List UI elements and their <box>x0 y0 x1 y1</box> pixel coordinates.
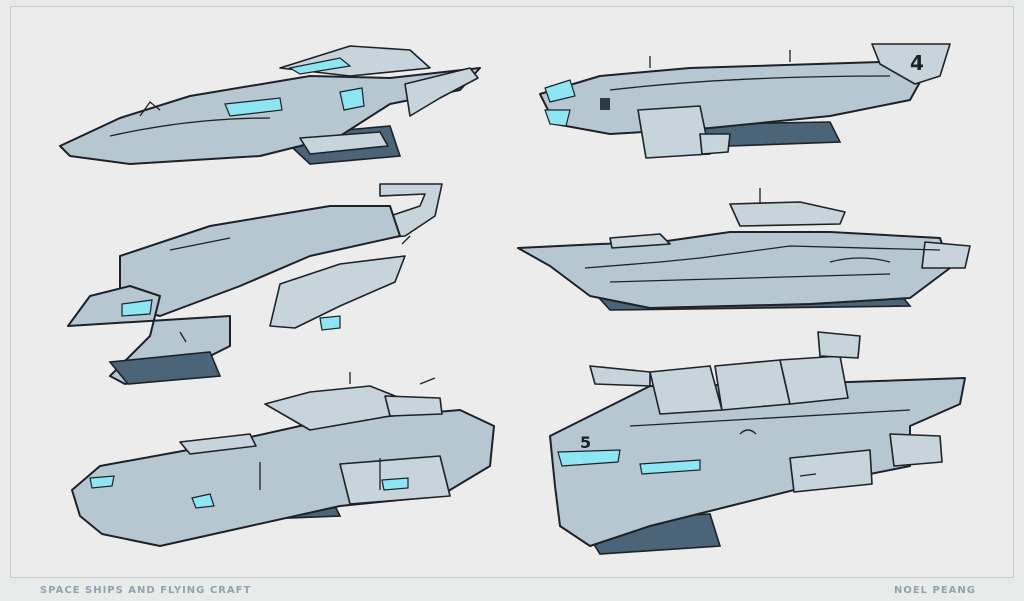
sheet-title: Space Ships and Flying Craft <box>40 585 252 596</box>
ship-5 <box>71 372 495 547</box>
ship-6-marking: 5 <box>580 433 591 452</box>
ship-2-marking: 4 <box>910 51 924 75</box>
ship-2: 4 <box>539 43 951 159</box>
concept-sheet: 4 <box>59 43 971 555</box>
ship-4 <box>517 188 971 311</box>
ship-6: 5 <box>549 331 966 555</box>
artist-credit: Noel Peang <box>893 585 976 596</box>
ship-1 <box>59 45 481 165</box>
ship-3 <box>67 183 443 385</box>
